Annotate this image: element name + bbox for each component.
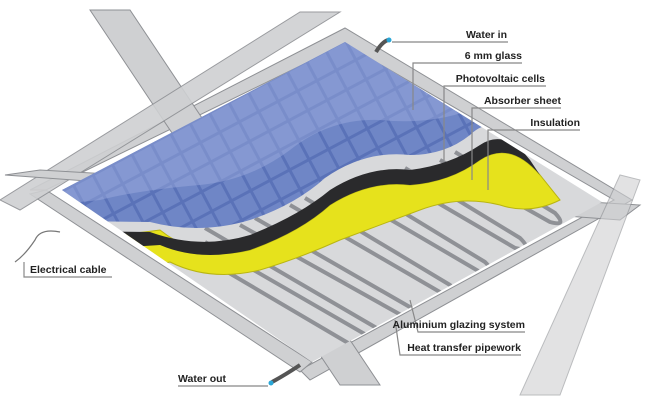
label-aluminium-glazing-system: Aluminium glazing system (393, 319, 525, 331)
label-water-in: Water in (466, 29, 507, 41)
label-insulation: Insulation (530, 117, 580, 129)
absorber-sheet-layer (62, 139, 540, 255)
label-electrical-cable: Electrical cable (30, 264, 107, 276)
label-6mm-glass: 6 mm glass (465, 50, 522, 62)
label-photovoltaic-cells: Photovoltaic cells (456, 73, 545, 85)
water-out-pipe (271, 363, 302, 384)
water-in-connector-icon (386, 37, 392, 43)
water-out-connector-icon (268, 380, 274, 386)
label-leaders (23, 41, 580, 387)
label-heat-transfer-pipework: Heat transfer pipework (407, 342, 521, 354)
label-absorber-sheet: Absorber sheet (484, 95, 562, 107)
electrical-cable (14, 230, 61, 263)
label-water-out: Water out (178, 373, 227, 385)
